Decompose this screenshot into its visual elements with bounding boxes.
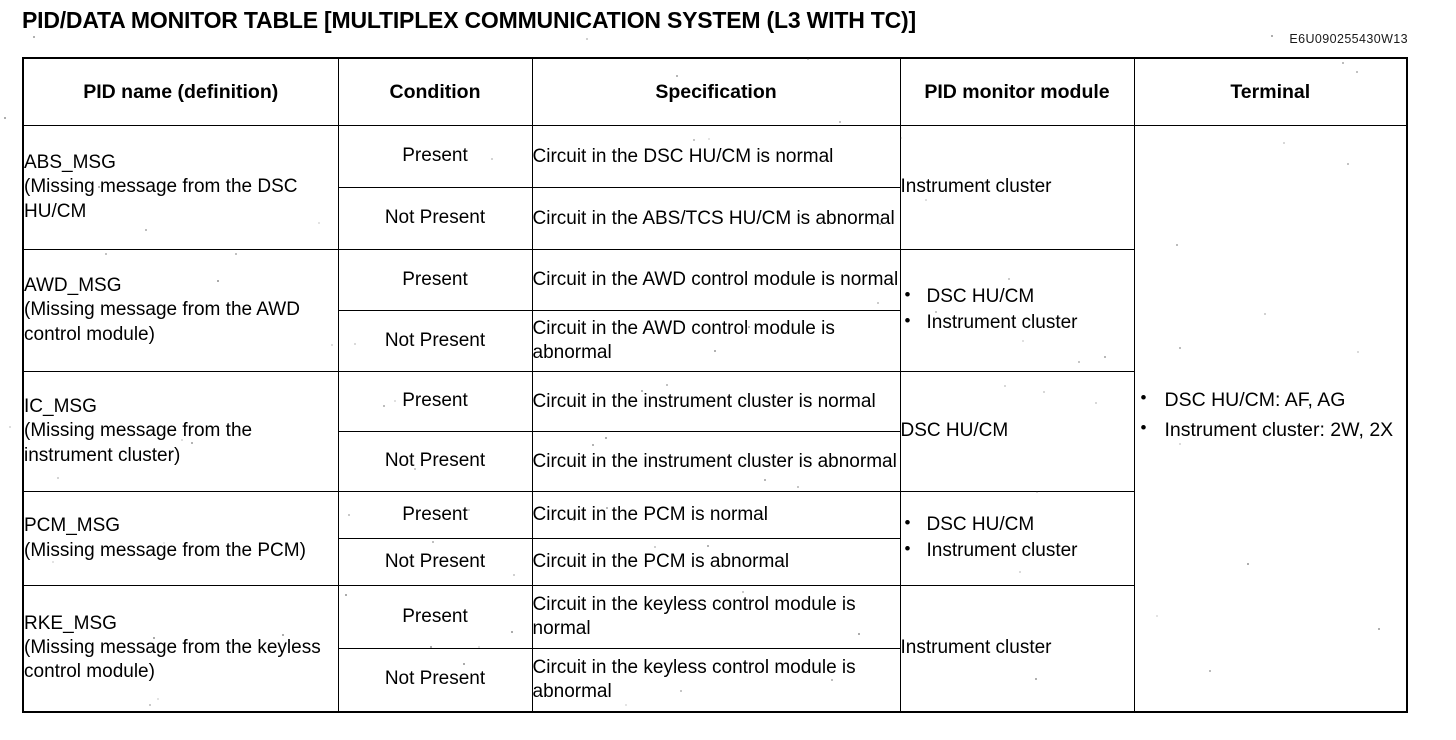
column-header-pid-monitor-module: PID monitor module (899, 57, 1135, 126)
cell-specification: Circuit in the AWD control module is nor… (531, 249, 901, 311)
cell-pid-monitor-module: DSC HU/CMInstrument cluster (899, 249, 1135, 372)
monitor-module-bullet-item: Instrument cluster (901, 537, 1134, 563)
cell-condition: Present (337, 125, 533, 188)
pid-name-label: ABS_MSG (24, 152, 116, 174)
table-header: PID name (definition) Condition Specific… (22, 57, 1408, 126)
cell-specification: Circuit in the keyless control module is… (531, 648, 901, 712)
pid-data-monitor-table: PID name (definition) Condition Specific… (22, 57, 1408, 713)
cell-pid-name: PCM_MSG(Missing message from the PCM) (22, 491, 339, 586)
pid-data-monitor-table-wrapper: PID name (definition) Condition Specific… (22, 57, 1408, 713)
terminal-bullet-item: Instrument cluster: 2W, 2X (1135, 417, 1407, 443)
table-body: ABS_MSG(Missing message from the DSC HU/… (22, 125, 1408, 712)
table-row: ABS_MSG(Missing message from the DSC HU/… (22, 125, 1408, 712)
cell-pid-monitor-module: DSC HU/CM (899, 371, 1135, 492)
cell-specification: Circuit in the instrument cluster is nor… (531, 371, 901, 432)
cell-specification: Circuit in the DSC HU/CM is normal (531, 125, 901, 188)
cell-pid-monitor-module: Instrument cluster (899, 125, 1135, 250)
cell-specification: Circuit in the AWD control module is abn… (531, 310, 901, 372)
cell-pid-name: ABS_MSG(Missing message from the DSC HU/… (22, 125, 339, 250)
table-row: RKE_MSG(Missing message from the keyless… (22, 585, 1407, 712)
cell-pid-name: AWD_MSG(Missing message from the AWD con… (22, 249, 339, 372)
page-title: PID/DATA MONITOR TABLE [MULTIPLEX COMMUN… (22, 7, 916, 33)
cell-pid-name: RKE_MSG(Missing message from the keyless… (22, 585, 339, 712)
cell-specification: Circuit in the ABS/TCS HU/CM is abnormal (531, 187, 901, 250)
table-row: IC_MSG(Missing message from the instrume… (22, 371, 1407, 492)
monitor-module-bullet-item: DSC HU/CM (901, 512, 1134, 537)
cell-condition: Present (337, 585, 533, 649)
column-header-condition: Condition (337, 57, 533, 126)
cell-condition: Not Present (337, 431, 533, 492)
cell-pid-monitor-module: Instrument cluster (899, 585, 1135, 712)
cell-specification: Circuit in the instrument cluster is abn… (531, 431, 901, 492)
pid-name-label: AWD_MSG (24, 275, 122, 297)
pid-name-label: IC_MSG (24, 396, 97, 418)
column-header-specification: Specification (531, 57, 901, 126)
cell-condition: Not Present (337, 648, 533, 712)
monitor-module-bullet-list: DSC HU/CMInstrument cluster (901, 284, 1134, 335)
cell-specification: Circuit in the PCM is normal (531, 491, 901, 539)
pid-definition-label: (Missing message from the keyless contro… (24, 637, 321, 683)
terminal-bullet-list: DSC HU/CM: AF, AG Instrument cluster: 2W,… (1135, 387, 1407, 443)
pid-definition-label: (Missing message from the DSC HU/CM (24, 176, 298, 222)
column-header-pid-name: PID name (definition) (22, 57, 339, 126)
cell-pid-monitor-module: DSC HU/CMInstrument cluster (899, 491, 1135, 586)
cell-condition: Present (337, 249, 533, 311)
pid-definition-label: (Missing message from the AWD control mo… (24, 299, 300, 345)
column-header-terminal: Terminal (1133, 57, 1408, 126)
monitor-module-bullet-item: Instrument cluster (901, 309, 1134, 335)
cell-pid-name: IC_MSG(Missing message from the instrume… (22, 371, 339, 492)
cell-condition: Not Present (337, 538, 533, 586)
monitor-module-bullet-item: DSC HU/CM (901, 284, 1134, 309)
cell-terminal: DSC HU/CM: AF, AG Instrument cluster: 2W,… (1133, 125, 1408, 712)
pid-definition-label: (Missing message from the PCM) (24, 539, 306, 561)
terminal-bullet-item: DSC HU/CM: AF, AG (1135, 387, 1407, 413)
cell-condition: Not Present (337, 187, 533, 250)
document-reference-code: E6U090255430W13 (1289, 32, 1408, 46)
cell-specification: Circuit in the PCM is abnormal (531, 538, 901, 586)
monitor-module-bullet-list: DSC HU/CMInstrument cluster (901, 512, 1134, 563)
cell-condition: Not Present (337, 310, 533, 372)
monitor-module-label: Instrument cluster (900, 636, 1052, 658)
pid-name-label: RKE_MSG (24, 613, 117, 635)
pid-name-label: PCM_MSG (24, 515, 121, 537)
monitor-module-label: Instrument cluster (900, 176, 1052, 198)
cell-condition: Present (337, 491, 533, 539)
cell-condition: Present (337, 371, 533, 432)
pid-definition-label: (Missing message from the instrument clu… (24, 420, 253, 466)
cell-specification: Circuit in the keyless control module is… (531, 585, 901, 649)
table-header-row: PID name (definition) Condition Specific… (22, 57, 1408, 126)
monitor-module-label: DSC HU/CM (900, 420, 1009, 442)
